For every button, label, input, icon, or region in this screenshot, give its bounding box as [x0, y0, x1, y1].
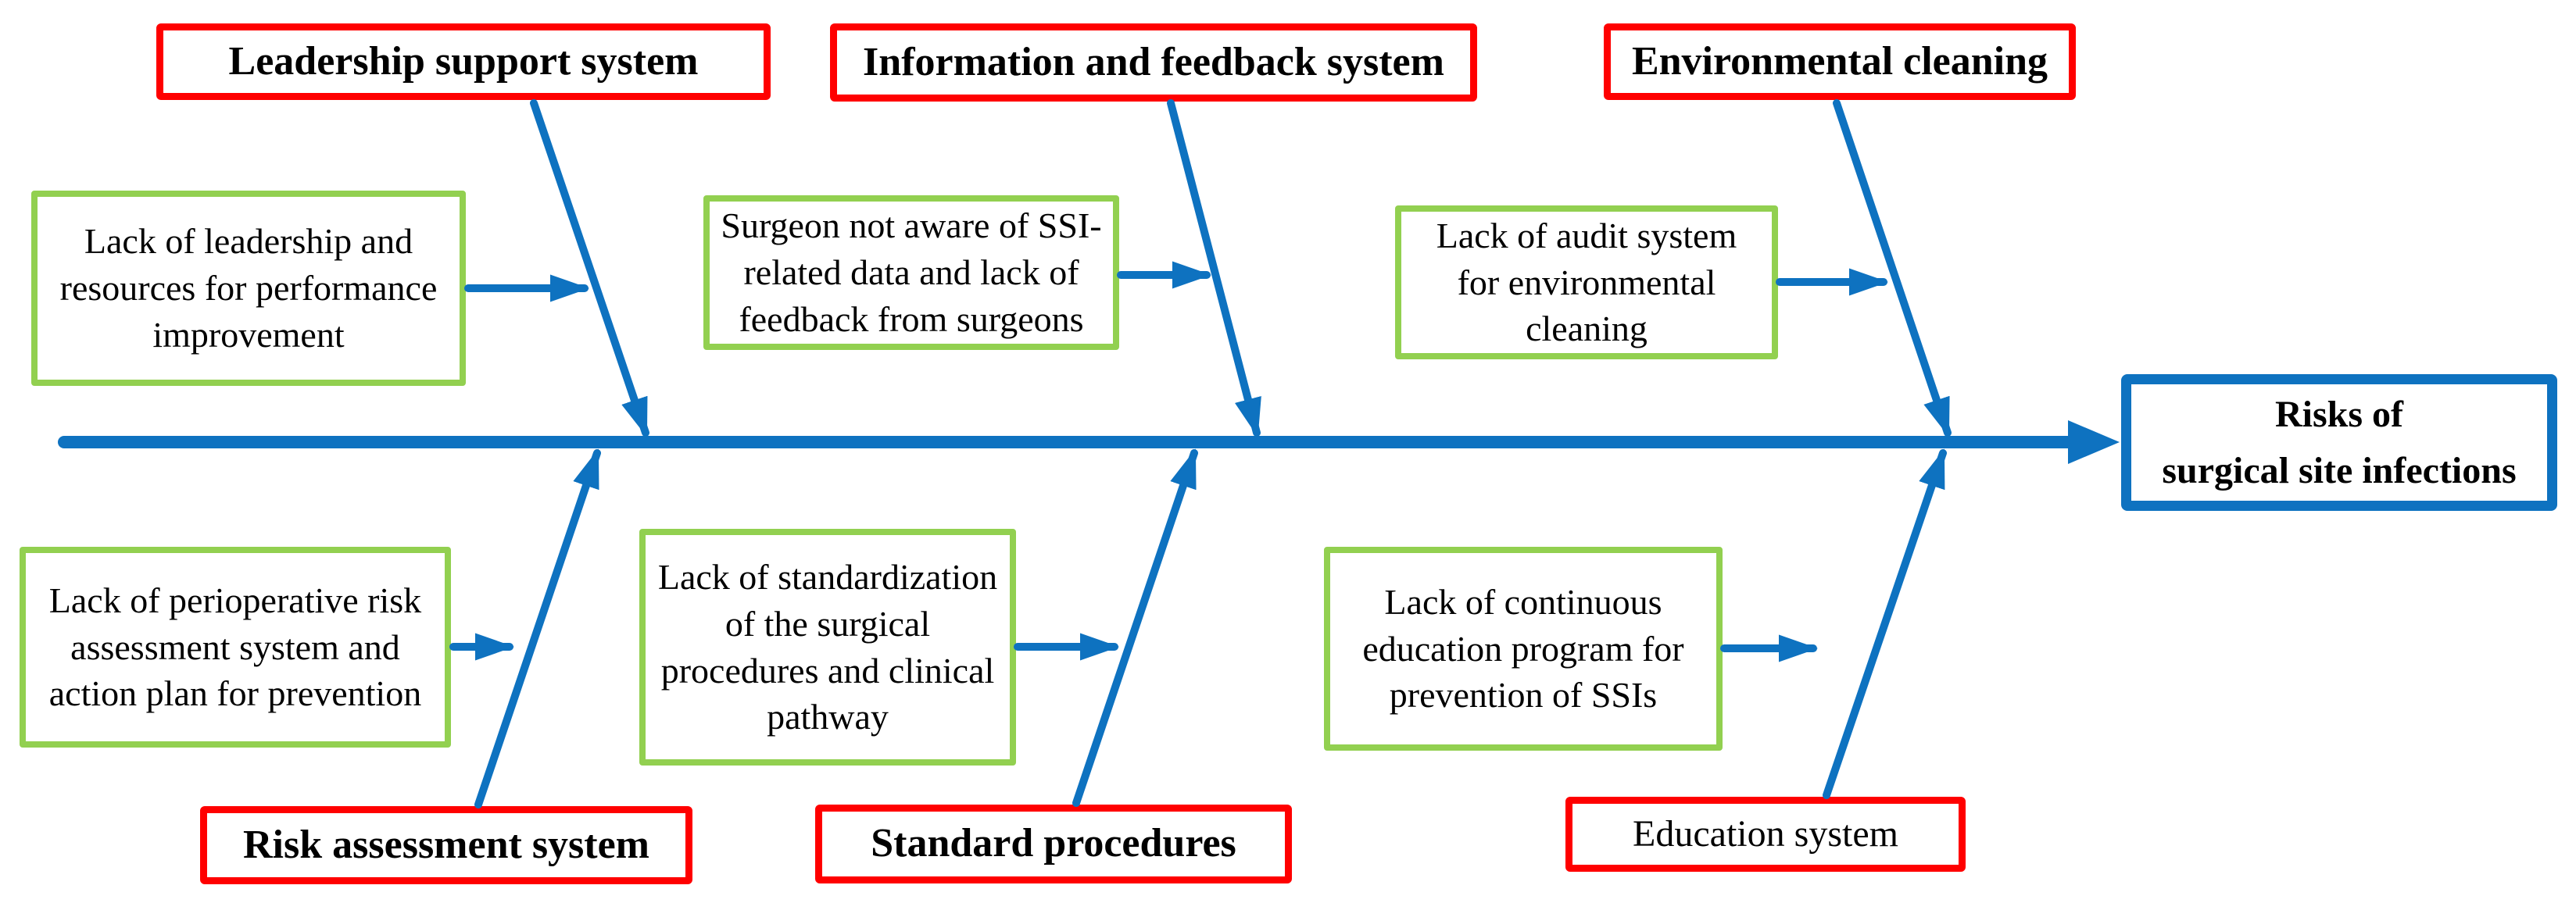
cause-label: Lack of perioperative risk assessment sy… — [48, 580, 422, 714]
cause-box-perioperative-risk: Lack of perioperative risk assessment sy… — [20, 547, 451, 748]
category-label: Risk assessment system — [243, 822, 649, 867]
cause-label: Lack of audit system for environmental c… — [1436, 215, 1737, 349]
branch-line-information — [1167, 99, 1261, 437]
effect-label: Risks of surgical site infections — [2162, 393, 2517, 491]
cause-label: Lack of leadership and resources for per… — [59, 221, 438, 355]
cause-label: Surgeon not aware of SSI- related data a… — [721, 205, 1102, 339]
branch-line-risk-assessment — [474, 448, 601, 808]
cause-label: Lack of standardization of the surgical … — [657, 556, 998, 737]
category-label: Education system — [1633, 813, 1898, 855]
branch-line-environmental — [1833, 99, 1952, 437]
category-label: Information and feedback system — [863, 39, 1444, 84]
branch-line-leadership — [530, 99, 649, 437]
branch-line-education — [1823, 448, 1947, 799]
cause-box-continuous-education: Lack of continuous education program for… — [1324, 547, 1723, 751]
cause-box-audit-system: Lack of audit system for environmental c… — [1395, 205, 1778, 359]
effect-box-risks-of-ssi: Risks of surgical site infections — [2121, 374, 2557, 511]
spine-arrowhead — [2068, 420, 2120, 464]
cause-box-standardization: Lack of standardization of the surgical … — [639, 529, 1016, 766]
cause-box-surgeon-awareness: Surgeon not aware of SSI- related data a… — [703, 195, 1119, 350]
category-label: Environmental cleaning — [1631, 38, 2048, 84]
cause-box-leadership-resources: Lack of leadership and resources for per… — [31, 191, 466, 386]
category-box-information-feedback-system: Information and feedback system — [830, 23, 1477, 102]
category-box-risk-assessment-system: Risk assessment system — [200, 806, 692, 884]
category-label: Standard procedures — [871, 821, 1236, 866]
category-box-standard-procedures: Standard procedures — [815, 805, 1292, 883]
category-box-environmental-cleaning: Environmental cleaning — [1604, 23, 2076, 100]
cause-label: Lack of continuous education program for… — [1362, 581, 1684, 716]
branch-line-standard-procedures — [1072, 448, 1198, 807]
category-box-education-system: Education system — [1565, 797, 1966, 872]
category-box-leadership-support-system: Leadership support system — [156, 23, 771, 100]
category-label: Leadership support system — [228, 38, 699, 84]
